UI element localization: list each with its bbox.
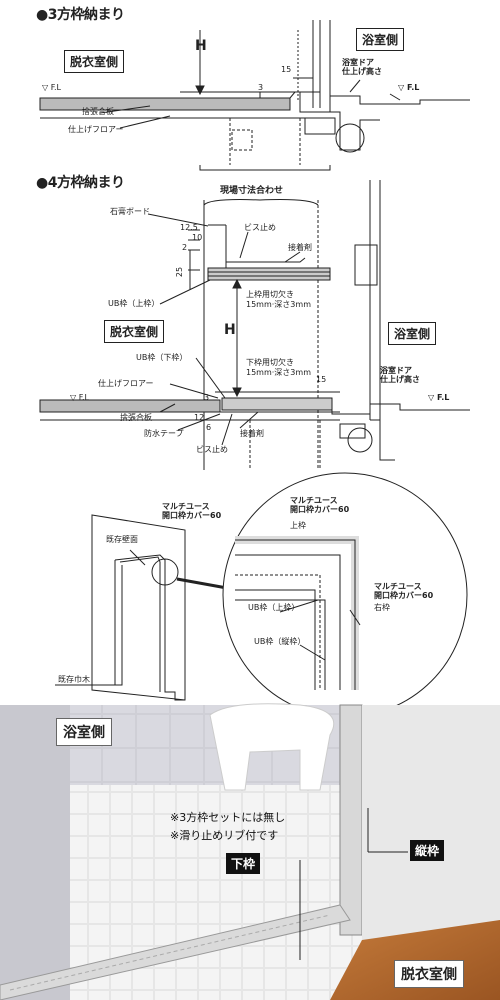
bath-side-photo-label: 浴室側: [56, 718, 112, 746]
bath-side-label: 浴室側: [356, 28, 405, 51]
multi-cover-a: マルチユース 開口枠カバー60: [162, 502, 222, 521]
multi-cover-c: マルチユース 開口枠カバー60: [374, 582, 434, 601]
heading-3-frame: ●3方枠納まり: [36, 7, 125, 23]
dressing-side-label: 脱衣室側: [64, 50, 125, 73]
dim-12-5: 12.5: [180, 223, 198, 232]
existing-wall-label: 既存壁面: [106, 535, 138, 544]
fl-left: ▽ F.L: [42, 83, 62, 92]
lower-cut-label: 下枠用切欠き 15mm·深さ3mm: [246, 358, 311, 377]
height-label: H: [195, 38, 207, 54]
site-fit-label: 現場寸法合わせ: [220, 186, 284, 196]
heading-4-frame: ●4方枠納まり: [36, 175, 125, 191]
fl-right-2: ▽ F.L: [428, 393, 450, 402]
bath-side-label-2: 浴室側: [388, 322, 437, 345]
gypsum-label: 石膏ボード: [110, 207, 150, 216]
lower-frame-label: 下枠: [226, 853, 261, 874]
note-1: ※3方枠セットには無し: [170, 811, 286, 824]
ub-top-label: UB枠（上枠）: [108, 299, 160, 308]
existing-frame-label: 既存巾木: [58, 675, 90, 684]
door-height-label-2: 浴室ドア 仕上げ高さ: [380, 366, 420, 385]
dim-3: 3: [258, 83, 264, 92]
door-height-label: 浴室ドア 仕上げ高さ: [342, 58, 382, 77]
upper-cut-label: 上枠用切欠き 15mm·深さ3mm: [246, 290, 311, 309]
fl-right: ▽ F.L: [398, 83, 420, 92]
dressing-side-photo-label: 脱衣室側: [394, 960, 464, 988]
multi-cover-b: マルチユース 開口枠カバー60: [290, 496, 350, 515]
fl-left-2: ▽ F.L: [70, 393, 90, 402]
plywood-label: 捨張合板: [82, 107, 114, 116]
dim-15-b: 15: [316, 375, 327, 384]
ub-bottom-label: UB枠（下枠）: [136, 353, 188, 362]
note-2: ※滑り止めリブ付です: [170, 829, 279, 842]
dim-2: 2: [182, 243, 188, 252]
ub-vertical-label: UB枠（縦枠）: [254, 637, 306, 646]
right-frame-label: 右枠: [374, 603, 390, 612]
ub-top-label-3: UB枠（上枠）: [248, 603, 300, 612]
dim-6: 6: [206, 423, 212, 432]
screw-top-label: ビス止め: [244, 223, 276, 232]
dim-15: 15: [281, 65, 292, 74]
adhesive-bottom-label: 接着剤: [240, 429, 264, 438]
waterproof-label: 防水テープ: [144, 429, 184, 438]
vertical-frame-label: 縦枠: [410, 840, 445, 861]
floor-label-2: 仕上げフロアー: [98, 379, 154, 388]
top-frame-label: 上枠: [290, 521, 306, 530]
dim-10: 10: [192, 233, 203, 242]
height-label-2: H: [224, 322, 236, 338]
dim-3-b: 3: [204, 393, 210, 402]
floor-label: 仕上げフロアー: [68, 125, 124, 134]
plywood-label-2: 捨張合板: [120, 413, 152, 422]
adhesive-top-label: 接着剤: [288, 243, 312, 252]
screw-bottom-label: ビス止め: [196, 445, 228, 454]
dim-12: 12: [194, 413, 205, 422]
dressing-side-label-2: 脱衣室側: [104, 320, 165, 343]
dim-25: 25: [175, 266, 185, 278]
